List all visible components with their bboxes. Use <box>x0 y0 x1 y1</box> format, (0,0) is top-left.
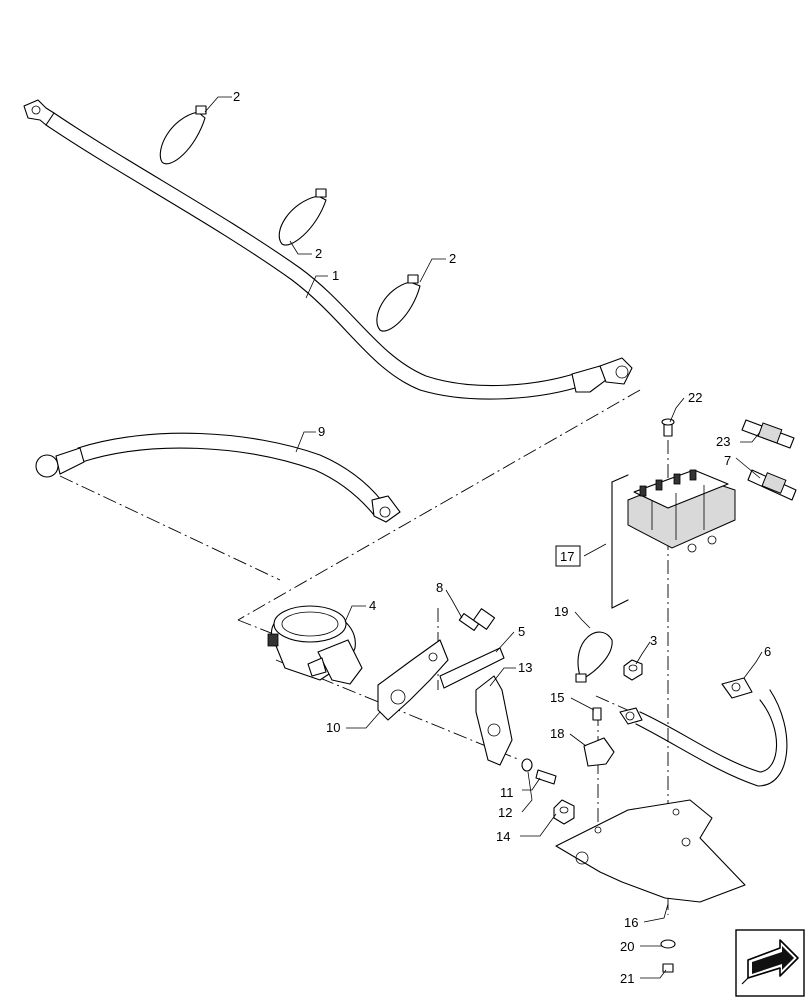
nut-3 <box>623 659 643 681</box>
callout-labels: 1 2 2 2 3 4 5 6 7 8 9 10 11 12 13 14 15 … <box>233 89 771 986</box>
bolt-15 <box>592 707 602 721</box>
callout-box-17 <box>555 545 581 567</box>
callout-3: 3 <box>650 633 657 648</box>
callout-22: 22 <box>688 390 702 405</box>
fuse-cable <box>619 677 788 787</box>
callout-8: 8 <box>436 580 443 595</box>
mounting-plate <box>555 799 746 903</box>
cable-tie-upper <box>159 105 207 165</box>
next-page-arrow-icon[interactable] <box>735 929 805 997</box>
cable-tie-lower <box>376 274 421 332</box>
callout-11: 11 <box>500 785 514 800</box>
callout-13: 13 <box>518 660 532 675</box>
callout-6: 6 <box>764 644 771 659</box>
callout-14: 14 <box>496 829 510 844</box>
battery-disconnect-switch <box>267 605 363 685</box>
callout-2b: 2 <box>315 246 322 261</box>
callout-9: 9 <box>318 424 325 439</box>
leader-lines <box>204 96 763 979</box>
clip-18 <box>583 737 615 767</box>
callout-1: 1 <box>332 268 339 283</box>
callout-7: 7 <box>724 453 731 468</box>
callout-5: 5 <box>518 624 525 639</box>
nut-14 <box>553 799 575 825</box>
washer-20 <box>660 939 676 949</box>
callout-2a: 2 <box>233 89 240 104</box>
callout-23: 23 <box>716 434 730 449</box>
cable-tie-middle <box>278 188 327 246</box>
switch-bracket <box>377 639 449 721</box>
battery-cable-short <box>35 432 401 523</box>
cable-tie-19 <box>575 631 613 683</box>
callout-19: 19 <box>554 604 568 619</box>
callout-21: 21 <box>620 971 634 986</box>
callout-16: 16 <box>624 915 638 930</box>
callout-12: 12 <box>498 805 512 820</box>
callout-2c: 2 <box>449 251 456 266</box>
fuse-holder-assembly <box>611 469 736 609</box>
callout-4: 4 <box>369 598 376 613</box>
screw-11 <box>535 769 557 785</box>
callout-20: 20 <box>620 939 634 954</box>
screw-22 <box>661 418 675 437</box>
warning-label <box>439 647 505 689</box>
callout-17: 17 <box>560 549 574 564</box>
fuse-23 <box>741 419 795 449</box>
battery-cable-long <box>23 99 633 400</box>
callout-15: 15 <box>550 690 564 705</box>
bolt-8 <box>458 608 496 631</box>
callout-10: 10 <box>326 720 340 735</box>
callout-18: 18 <box>550 726 564 741</box>
washer-12 <box>521 758 533 772</box>
switch-key-handle <box>475 675 513 766</box>
nut-21 <box>662 963 674 973</box>
